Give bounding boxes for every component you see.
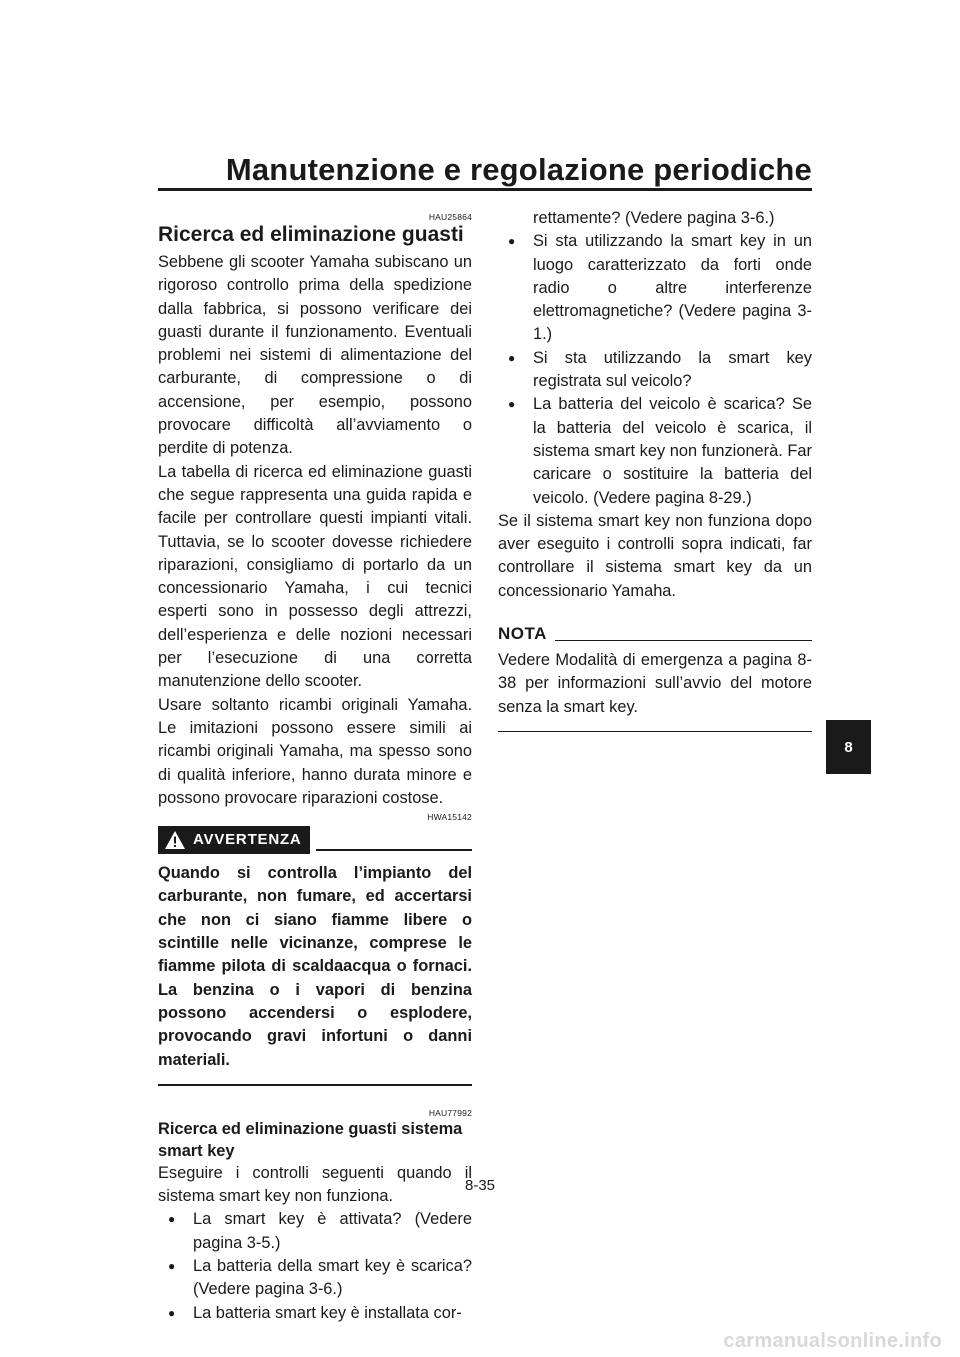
list-item: ●La batteria del veicolo è scarica? Se l…: [508, 395, 812, 507]
warning-label: AVVERTENZA: [193, 831, 302, 849]
note-header: NOTA: [498, 625, 812, 643]
warning-text: Quando si controlla l’impianto del carbu…: [158, 864, 472, 1069]
bullet-icon: ●: [508, 350, 516, 365]
list-item: ●Si sta utilizzando la smart key registr…: [508, 348, 812, 391]
bullet-icon: ●: [508, 397, 516, 412]
note-rule: [554, 640, 812, 642]
list-item-continuation: rettamente? (Vedere pagina 3-6.): [533, 209, 775, 227]
page-number: 8-35: [464, 1177, 496, 1194]
warning-code: HWA15142: [427, 812, 472, 823]
bullet-icon: ●: [168, 1212, 176, 1227]
note-label: NOTA: [498, 624, 547, 644]
checklist: ●La smart key è attivata? (Vedere pagina…: [158, 1208, 472, 1324]
chapter-tab[interactable]: 8: [826, 720, 871, 774]
watermark-link[interactable]: carmanualsonline.info: [723, 1330, 942, 1352]
left-column: HAU25864 Ricerca ed eliminazione guasti …: [158, 200, 472, 1325]
bullet-icon: ●: [168, 1305, 176, 1320]
bullet-icon: ●: [508, 234, 516, 249]
page-title: Manutenzione e regolazione periodiche: [225, 152, 812, 187]
warning-triangle-icon: [165, 831, 185, 850]
paragraph: Usare soltanto ricambi originali Yamaha.…: [158, 695, 472, 807]
list-item: ●La batteria della smart key è scarica? …: [168, 1256, 472, 1299]
note-bottom-rule: [498, 730, 812, 732]
checklist: rettamente? (Vedere pagina 3-6.) ●Si sta…: [498, 207, 812, 510]
section-code: HAU77992: [428, 1107, 472, 1118]
paragraph: Sebbene gli scooter Yamaha subiscano un …: [158, 253, 472, 458]
list-item: ●La batteria smart key è installata cor-: [158, 1302, 472, 1325]
warning-rule: [315, 849, 472, 852]
warning-header: AVVERTENZA: [158, 826, 472, 855]
section-heading: Ricerca ed eliminazione guasti: [158, 223, 464, 246]
subsection-heading: Ricerca ed eliminazione guasti sistema s…: [158, 1119, 463, 1160]
warning-bottom-rule: [158, 1083, 472, 1086]
warning-badge: AVVERTENZA: [158, 826, 310, 855]
section-code: HAU25864: [428, 212, 472, 222]
paragraph: Se il sistema smart key non funziona dop…: [498, 511, 812, 600]
list-item: ●La smart key è attivata? (Vedere pagina…: [168, 1210, 472, 1252]
right-column: rettamente? (Vedere pagina 3-6.) ●Si sta…: [498, 207, 812, 732]
list-item: ●Si sta utilizzando la smart key in un l…: [508, 232, 812, 344]
paragraph: Eseguire i controlli seguenti quando il …: [158, 1163, 472, 1206]
header-rule: [158, 188, 812, 191]
note-text: Vedere Modalità di emergenza a pagina 8-…: [498, 651, 812, 716]
paragraph: La tabella di ricerca ed eliminazione gu…: [158, 462, 472, 691]
bullet-icon: ●: [168, 1258, 176, 1273]
